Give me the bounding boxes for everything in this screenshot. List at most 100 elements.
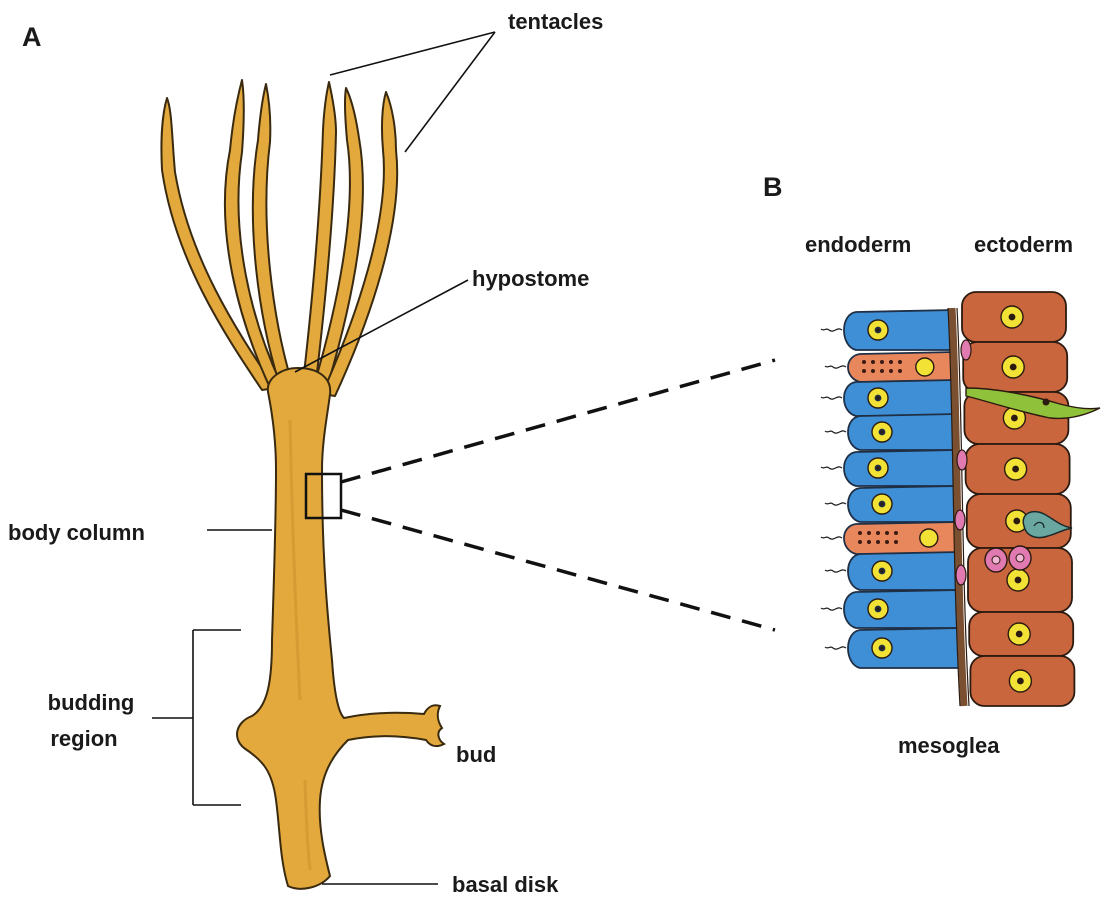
endoderm-cell	[847, 485, 959, 523]
zoom-line-top	[340, 358, 776, 484]
flagellum	[824, 646, 847, 650]
label-bud: bud	[456, 742, 496, 767]
label-body-column: body column	[8, 520, 145, 545]
tentacle	[311, 87, 364, 395]
granule	[880, 369, 884, 373]
mesoglea-cell	[960, 339, 972, 361]
nucleolus	[1008, 313, 1016, 321]
endoderm-cells	[820, 309, 963, 669]
granule	[889, 369, 893, 373]
nucleolus	[1009, 363, 1017, 371]
endoderm-cell	[843, 309, 955, 351]
tentacle	[321, 91, 399, 397]
nucleolus	[1014, 576, 1022, 584]
mesoglea-outline	[956, 307, 970, 707]
label-budding-region-line1: budding	[48, 690, 135, 715]
label-ectoderm: ectoderm	[974, 232, 1073, 257]
panel-label-b: B	[763, 172, 783, 202]
interstitial-nucleus	[991, 555, 1001, 565]
flagellum	[824, 365, 847, 369]
granule	[894, 540, 898, 544]
body-texture	[303, 779, 312, 871]
panel-label-a: A	[22, 22, 42, 52]
granule	[858, 531, 862, 535]
mesoglea-cell	[956, 449, 968, 471]
flagellum	[824, 430, 847, 434]
tentacle	[251, 83, 295, 393]
flagellum	[820, 328, 843, 332]
endoderm-cell	[843, 379, 957, 417]
label-endoderm: endoderm	[805, 232, 911, 257]
nucleolus	[1011, 414, 1018, 422]
nerve-cell-nucleus	[1042, 398, 1050, 406]
granule	[871, 360, 875, 364]
endoderm-cell	[847, 627, 963, 669]
nerve-cell	[965, 387, 1101, 420]
label-hypostome: hypostome	[472, 266, 589, 291]
mesoglea-cell	[954, 509, 966, 531]
granule	[876, 540, 880, 544]
nucleolus	[874, 326, 882, 334]
granule	[862, 360, 866, 364]
nucleolus	[1017, 677, 1024, 685]
body-texture	[288, 419, 302, 701]
flagellum	[824, 569, 847, 573]
label-tentacles: tentacles	[508, 9, 603, 34]
tentacle	[299, 81, 337, 409]
nucleolus	[878, 644, 886, 652]
flagellum	[820, 466, 843, 470]
flagellum	[824, 502, 847, 506]
nucleolus	[1013, 517, 1021, 525]
endoderm-cell	[847, 551, 961, 591]
flagellum	[820, 607, 843, 611]
endoderm-cell	[843, 449, 959, 487]
granule	[862, 369, 866, 373]
zoom-line-bottom	[340, 508, 776, 632]
nucleolus	[878, 567, 886, 575]
tentacle	[160, 97, 276, 391]
nucleolus	[878, 428, 886, 436]
mesoglea-layer	[948, 307, 968, 707]
label-mesoglea: mesoglea	[898, 733, 1000, 758]
granule	[867, 531, 871, 535]
mesoglea-cell	[955, 564, 967, 586]
gland-cell	[847, 351, 956, 383]
endoderm-cell	[847, 413, 958, 451]
label-basal-disk: basal disk	[452, 872, 559, 897]
nematocyte	[1022, 510, 1073, 539]
nucleolus	[874, 394, 882, 402]
flagellum	[820, 396, 843, 400]
flagellum	[820, 536, 843, 540]
tentacles-group	[160, 79, 399, 409]
gland-nucleus	[915, 357, 935, 377]
nucleolus	[1015, 630, 1023, 638]
nucleolus	[874, 464, 882, 472]
granule	[858, 540, 862, 544]
tentacle	[224, 79, 285, 393]
granule	[889, 360, 893, 364]
body-column-shape	[236, 366, 446, 890]
tissue-section	[820, 291, 1101, 707]
gland-nucleus	[919, 528, 939, 548]
granule	[894, 531, 898, 535]
granule	[876, 531, 880, 535]
mesoglea-outline	[947, 307, 961, 707]
granule	[898, 360, 902, 364]
label-budding-region-line2: region	[50, 726, 117, 751]
gland-cell	[843, 521, 960, 555]
granule	[885, 531, 889, 535]
nucleolus	[878, 500, 886, 508]
nucleolus	[874, 605, 882, 613]
zoom-box	[304, 472, 343, 520]
nucleolus	[1012, 465, 1019, 473]
interstitial-nucleus	[1015, 553, 1025, 563]
hydra-body	[160, 79, 446, 890]
granule	[898, 369, 902, 373]
granule	[880, 360, 884, 364]
nematocyte-thread	[1033, 521, 1045, 529]
ectoderm-cells	[961, 291, 1076, 707]
granule	[867, 540, 871, 544]
granule	[885, 540, 889, 544]
leader-lines	[152, 31, 496, 885]
